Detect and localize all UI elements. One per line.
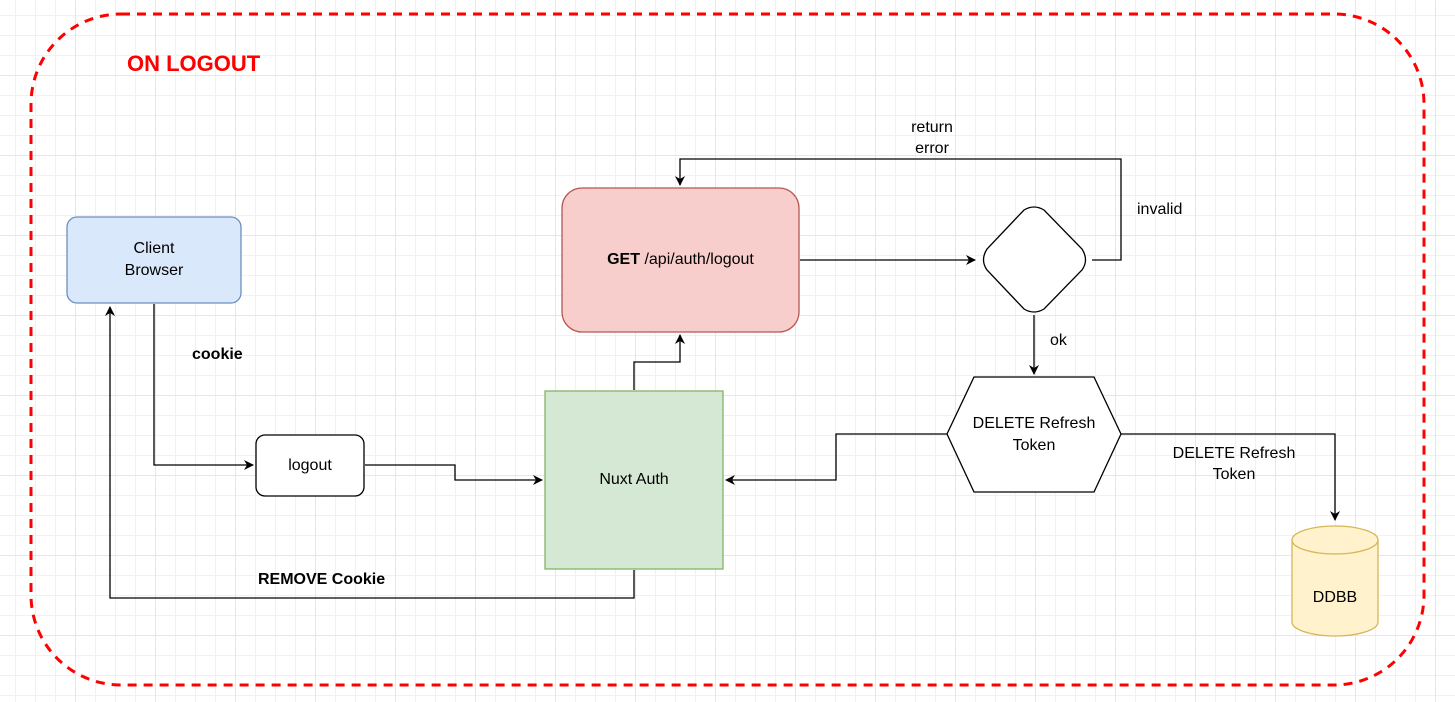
delete-label-line1: DELETE Refresh [972,414,1096,432]
remove-cookie-edge-label: REMOVE Cookie [258,571,386,588]
edge-client-to-logout [153,304,254,470]
return-line2: error [915,140,949,157]
edge-delete-to-ddbb [1121,433,1340,521]
endpoint-path: /api/auth/logout [640,251,754,268]
diagram-title: ON LOGOUT [127,51,261,76]
delete-edge-line2: Token [1212,466,1256,483]
delete-edge-line1: DELETE Refresh [1172,445,1296,462]
ok-edge-label: ok [1050,332,1067,349]
invalid-edge-label: invalid [1137,201,1183,218]
ddbb-label: DDBB [1312,589,1358,606]
edge-invalid-return [675,158,1122,261]
edge-remove-cookie [105,306,635,599]
delete-ddbb-edge-label: DELETE Refresh Token [1159,443,1309,485]
client-label-line1: Client [133,240,175,257]
get-endpoint-label: GET /api/auth/logout [562,188,799,332]
nuxt-auth-box[interactable] [544,390,724,570]
validation-decision-diamond[interactable] [982,206,1087,313]
cookie-edge-label: cookie [192,346,243,363]
edge-logout-to-nuxt [365,464,543,485]
edge-nuxt-to-get [633,334,685,390]
delete-label-line2: Token [1012,436,1056,454]
delete-token-label: DELETE Refresh Token [947,377,1121,492]
logout-label: logout [288,456,332,474]
get-endpoint-box[interactable] [561,187,800,333]
edge-delete-to-nuxt [725,433,947,485]
return-line1: return [911,119,953,136]
client-browser-box[interactable] [66,216,242,304]
ddbb-cylinder[interactable] [1291,525,1379,637]
client-browser-label: Client Browser [67,217,241,303]
client-label-line2: Browser [124,262,184,279]
nuxt-auth-label: Nuxt Auth [599,471,669,488]
logout-box[interactable] [255,434,365,497]
return-error-edge-label: return error [892,117,972,159]
http-method: GET [607,251,640,268]
logout-frame [29,12,1426,687]
